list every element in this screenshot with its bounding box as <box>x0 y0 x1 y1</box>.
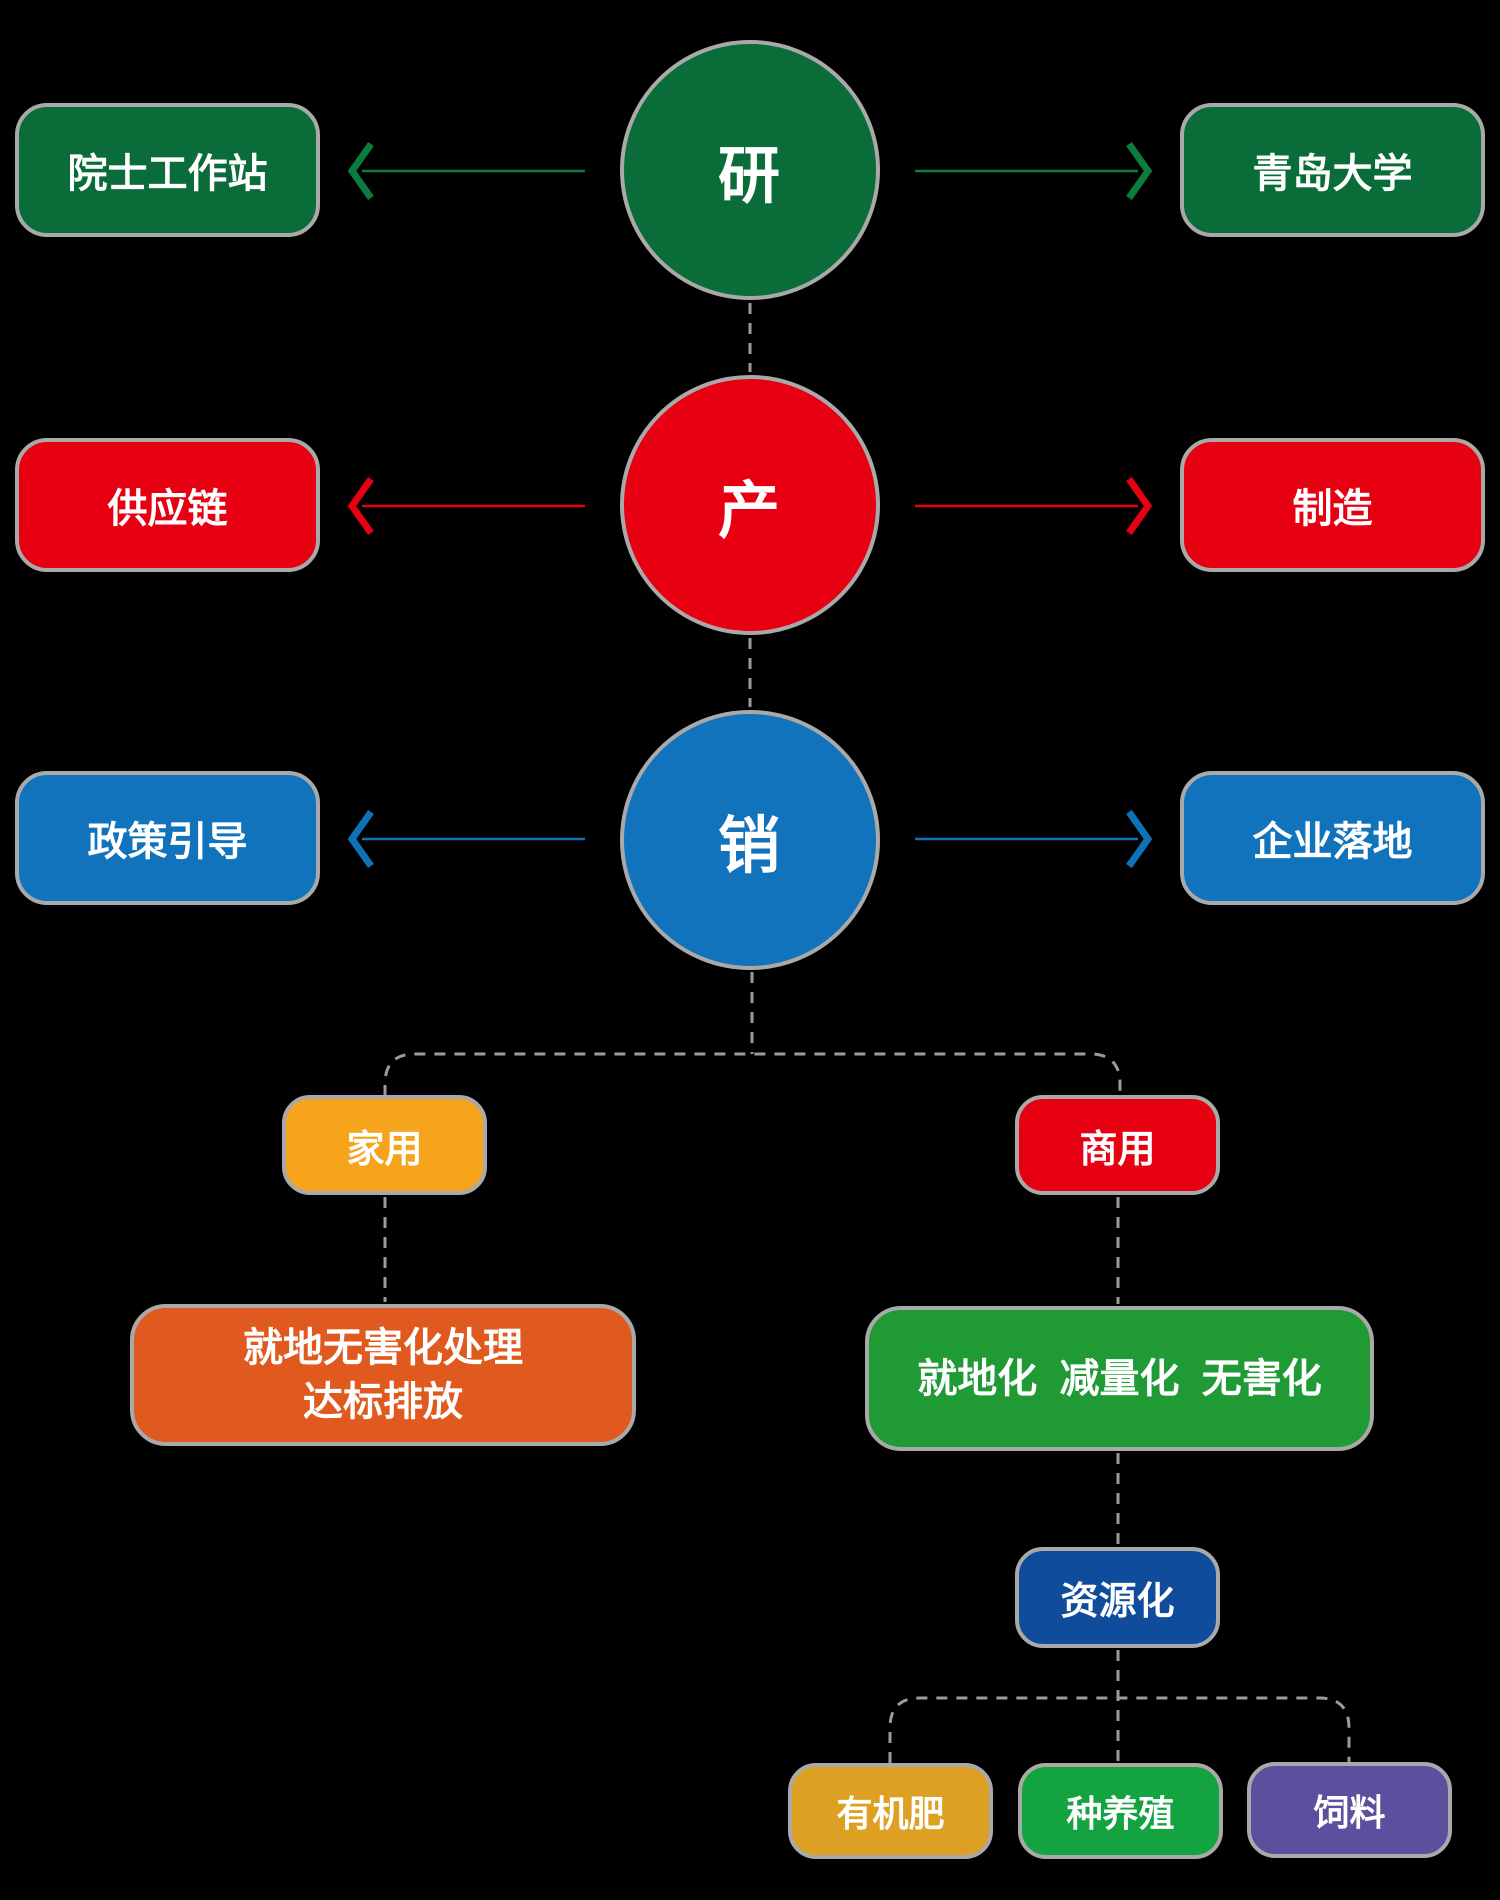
box-supply-chain: 供应链 <box>15 438 320 572</box>
arrow-left-icon <box>347 476 374 536</box>
box-academician-workstation: 院士工作站 <box>15 103 320 237</box>
box-label: 政策引导 <box>87 820 248 864</box>
box-label: 企业落地 <box>1252 820 1413 864</box>
box-label: 饲料 <box>1313 1792 1386 1833</box>
box-onsite-harmless-treatment: 就地无害化处理 达标排放 <box>130 1304 636 1446</box>
box-label: 就地化 减量化 无害化 <box>917 1356 1322 1401</box>
box-commercial: 商用 <box>1015 1095 1220 1195</box>
box-label: 制造 <box>1292 487 1373 531</box>
connector-outputs-horizontal <box>888 1696 1351 1763</box>
box-label: 种养殖 <box>1066 1793 1175 1834</box>
arrow-left-icon <box>347 141 374 201</box>
arrow-right-icon <box>1126 476 1153 536</box>
box-label-line1: 就地无害化处理 <box>243 1326 523 1370</box>
circle-research: 研 <box>620 40 880 300</box>
box-feed: 饲料 <box>1247 1762 1452 1858</box>
dashed-connectors <box>383 303 1351 1763</box>
arrow-right-icon <box>1126 141 1153 201</box>
box-label-line2: 达标排放 <box>303 1380 463 1424</box>
arrow-right-icon <box>1126 809 1153 869</box>
box-manufacturing: 制造 <box>1180 438 1485 572</box>
circle-label: 研 <box>717 142 782 211</box>
box-label: 有机肥 <box>836 1793 945 1834</box>
box-enterprise-landing: 企业落地 <box>1180 771 1485 905</box>
arrow-sales-row <box>347 809 1153 869</box>
box-policy-guidance: 政策引导 <box>15 771 320 905</box>
box-qingdao-university: 青岛大学 <box>1180 103 1485 237</box>
circle-sales: 销 <box>620 710 880 970</box>
box-label: 家用 <box>346 1128 423 1171</box>
box-label: 院士工作站 <box>67 152 268 196</box>
connector-branch-horizontal <box>383 1052 1122 1096</box>
circle-label: 销 <box>717 812 782 881</box>
arrow-production-row <box>347 476 1153 536</box>
box-label: 资源化 <box>1060 1581 1175 1623</box>
box-organic-fertilizer: 有机肥 <box>788 1763 993 1859</box>
box-label: 青岛大学 <box>1252 152 1413 196</box>
arrow-research-row <box>347 141 1153 201</box>
arrow-left-icon <box>347 809 374 869</box>
box-label: 供应链 <box>107 487 228 531</box>
circle-label: 产 <box>717 477 782 546</box>
box-localization-reduction-harmless: 就地化 减量化 无害化 <box>865 1306 1374 1451</box>
box-household: 家用 <box>282 1095 487 1195</box>
box-label: 就地无害化处理 达标排放 <box>243 1321 523 1429</box>
box-planting-breeding: 种养殖 <box>1018 1763 1223 1859</box>
circle-production: 产 <box>620 375 880 635</box>
box-resourceization: 资源化 <box>1015 1547 1220 1648</box>
box-label: 商用 <box>1079 1128 1156 1171</box>
